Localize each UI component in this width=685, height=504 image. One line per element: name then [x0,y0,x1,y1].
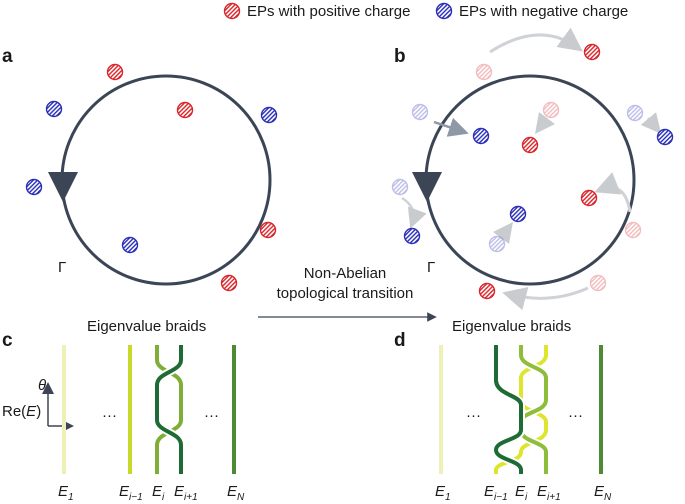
loop-gamma-a [60,74,272,286]
braid-title-c: Eigenvalue braids [87,318,206,335]
loop-label-a: Γ [58,259,66,276]
strand-Ei [155,345,183,474]
ep-negative [45,100,63,118]
ep-positive-faded [624,221,642,239]
ep-positive [259,221,277,239]
ep-positive-faded [542,101,560,119]
ep-positive [478,282,496,300]
loop-label-b: Γ [427,259,435,276]
ep-negative-faded [488,235,506,253]
panel-b: b Γ [391,27,674,311]
label-E1: E1 [435,483,451,503]
ep-positive [521,136,539,154]
panel-label-b: b [394,46,406,67]
panel-d: d Eigenvalue braids ··· ··· E1 Ei−1 Ei E… [394,318,612,503]
ellipsis: ··· [466,407,481,424]
ellipsis: ··· [568,407,583,424]
label-Ei-1: Ei−1 [119,483,143,503]
strand-Ei [519,345,548,474]
loop-gamma-b [424,74,636,286]
panel-label-a: a [2,46,13,67]
motion-arrow [401,196,427,229]
motion-arrow [594,172,632,213]
motion-arrow [640,112,662,134]
positive-charge-legend-icon [223,2,241,20]
ep-positive [580,189,598,207]
ep-negative [25,178,43,196]
motion-arrow [433,117,469,137]
ep-negative [403,227,421,245]
ep-positive [583,43,601,61]
transition: Non-Abelian topological transition [258,265,437,322]
label-E1: E1 [58,483,74,503]
label-Ei+1: Ei+1 [174,483,198,503]
ep-positive-faded [475,63,493,81]
negative-charge-legend-icon [435,2,453,20]
panel-label-d: d [394,330,406,351]
re-axis-label: Re(E) [2,403,41,420]
ep-positive [176,101,194,119]
ep-negative [121,236,139,254]
panel-a: a Γ [2,46,278,292]
ep-positive [106,63,124,81]
ep-negative [509,205,527,223]
braid-title-d: Eigenvalue braids [452,318,571,335]
ep-positive [220,274,238,292]
ep-positive-faded [589,274,607,292]
label-Ei: Ei [152,483,165,503]
label-Ei+1: Ei+1 [537,483,561,503]
legend: EPs with positive charge EPs with negati… [223,2,628,20]
panel-c: c Eigenvalue braids θ Re(E) ··· ··· E1 E… [2,318,245,503]
motion-arrow [493,222,513,244]
motion-arrow [502,286,589,311]
ep-negative [472,127,490,145]
legend-positive-label: EPs with positive charge [247,3,410,20]
strand-Ei+1 [155,345,183,474]
label-EN: EN [594,483,612,503]
transition-label-line2: topological transition [277,285,414,302]
theta-axis-label: θ [38,377,46,394]
panel-label-c: c [2,330,13,351]
ellipsis: ··· [204,407,219,424]
motion-arrow [489,27,583,54]
ep-negative-faded [411,103,429,121]
label-Ei-1: Ei−1 [484,483,508,503]
ep-negative [656,128,674,146]
ep-negative-faded [391,178,409,196]
label-Ei: Ei [515,483,528,503]
label-EN: EN [227,483,245,503]
strand-Ei+1-segment [494,345,523,406]
transition-label-line1: Non-Abelian [304,265,387,282]
ep-negative-faded [626,104,644,122]
motion-arrow [535,112,555,134]
legend-negative-label: EPs with negative charge [459,3,628,20]
ellipsis: ··· [102,407,117,424]
ep-negative [260,106,278,124]
